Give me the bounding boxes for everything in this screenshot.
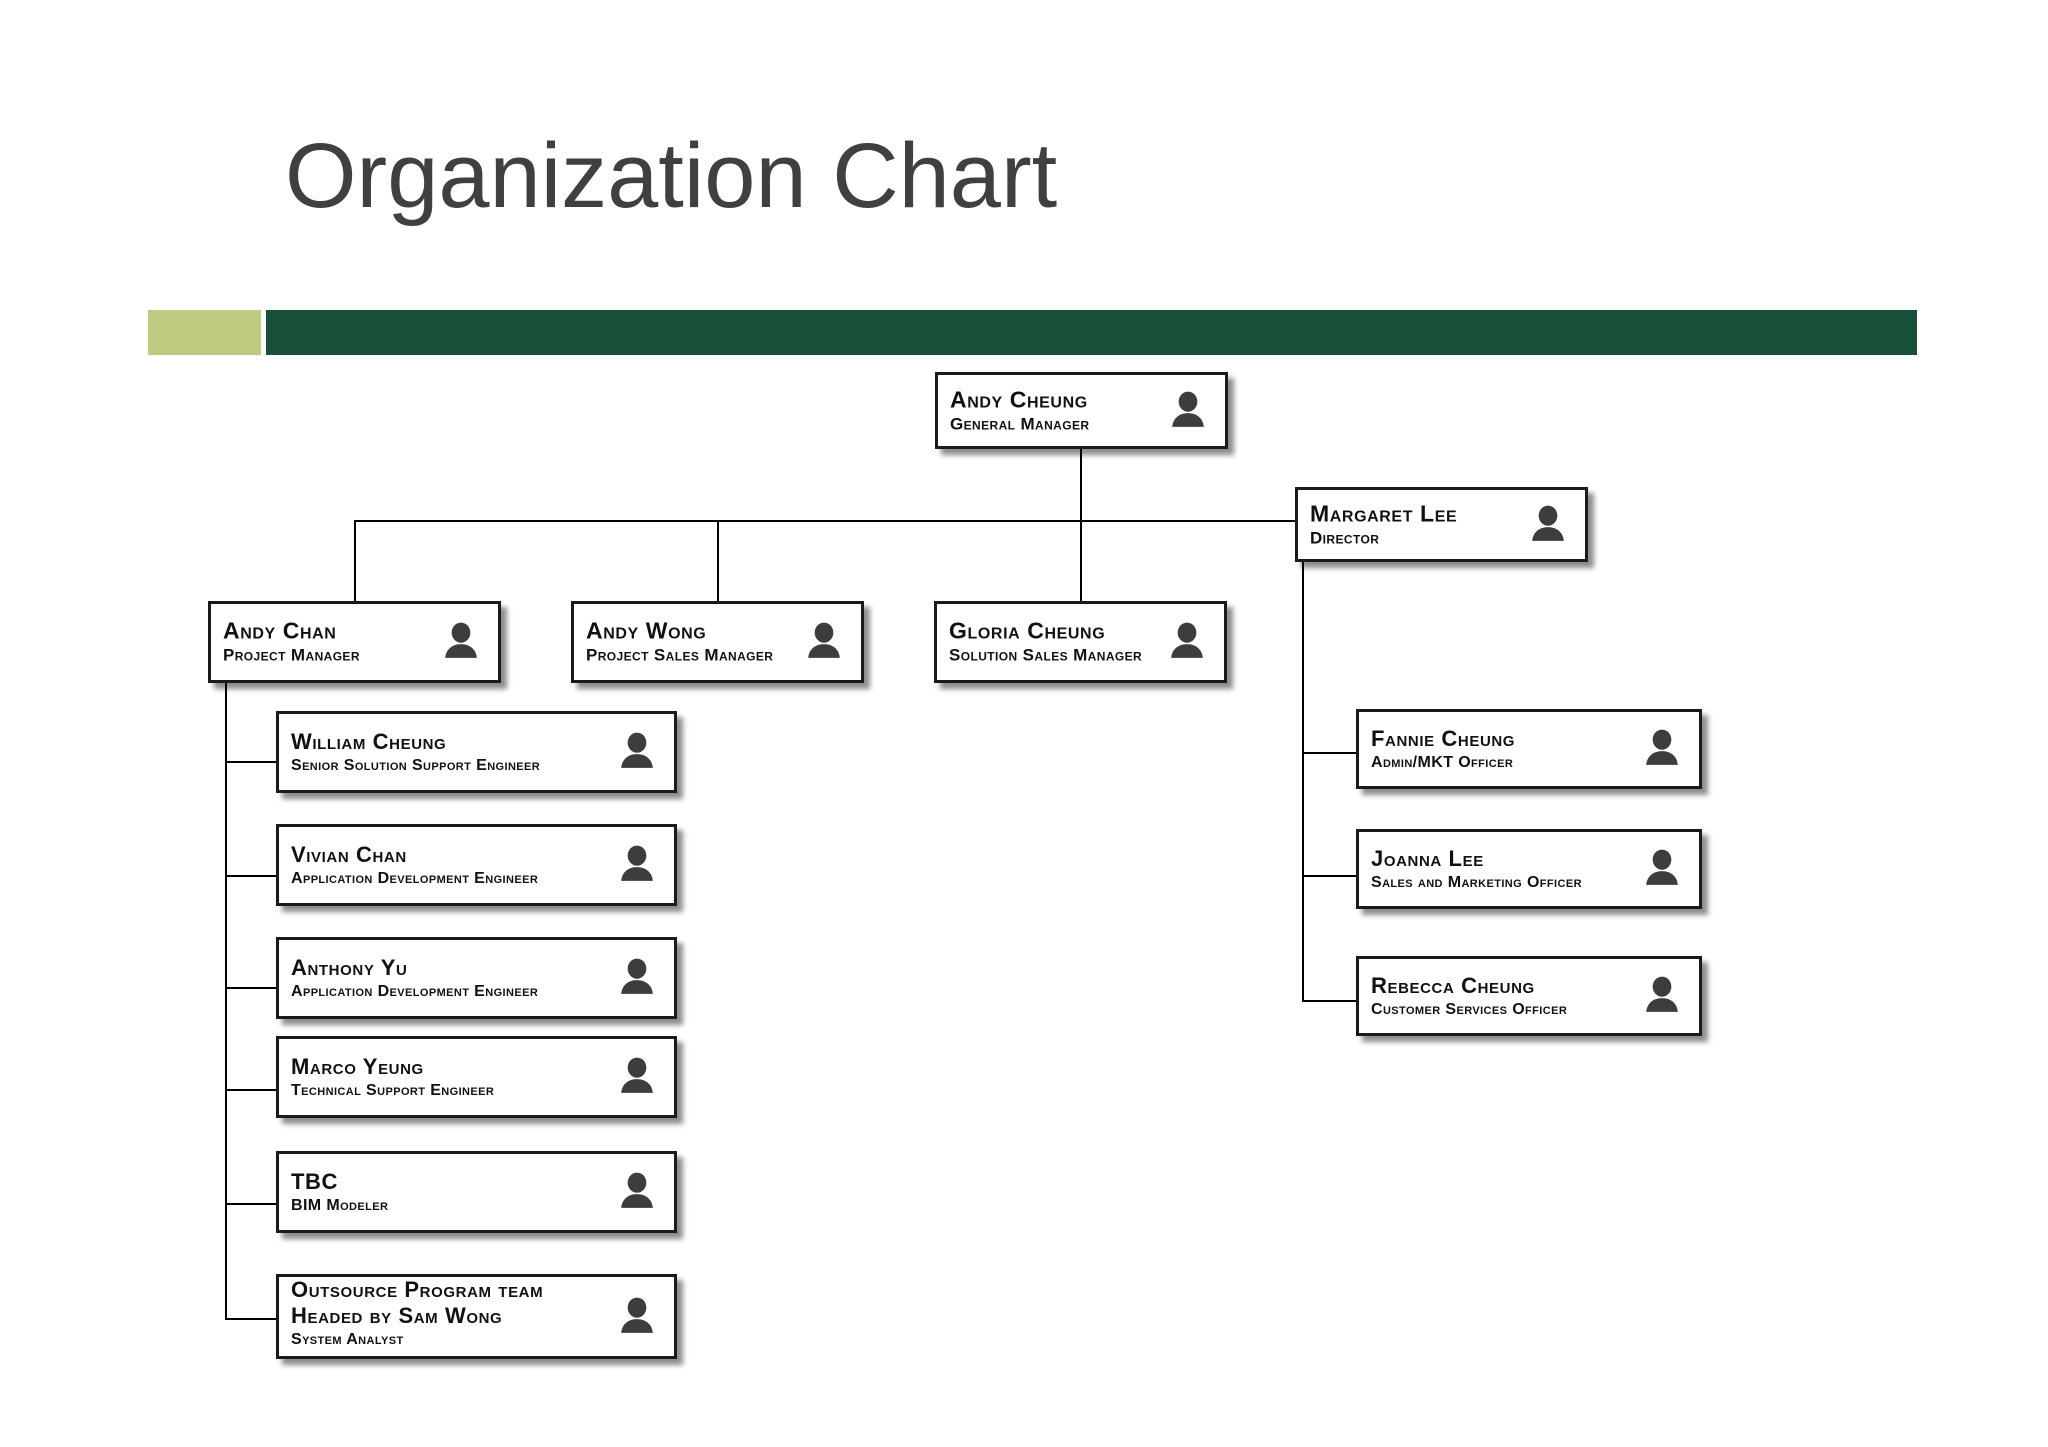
- org-node-andy-cheung[interactable]: Andy Cheung General Manager: [935, 372, 1228, 449]
- org-node-andy-wong[interactable]: Andy Wong Project Sales Manager: [571, 601, 864, 683]
- connector-branch-fannie-cheung: [1302, 752, 1356, 754]
- connector-branch-william-cheung: [225, 761, 277, 763]
- org-node-text: Marco Yeung Technical Support Engineer: [291, 1054, 608, 1100]
- org-node-text: Anthony Yu Application Development Engin…: [291, 955, 608, 1001]
- org-node-rebecca-cheung[interactable]: Rebecca Cheung Customer Services Officer: [1356, 956, 1702, 1036]
- person-silhouette-icon: [621, 845, 653, 881]
- org-node-text: William Cheung Senior Solution Support E…: [291, 729, 608, 775]
- person-silhouette-icon: [621, 958, 653, 994]
- org-node-text: Andy Wong Project Sales Manager: [586, 618, 795, 667]
- org-node-title: Director: [1310, 528, 1380, 548]
- org-node-name: Fannie Cheung: [1371, 725, 1516, 751]
- org-node-name: Joanna Lee: [1371, 845, 1484, 871]
- org-node-text: Margaret Lee Director: [1310, 500, 1519, 549]
- connector-spine-left: [225, 683, 227, 1320]
- org-node-gloria-cheung[interactable]: Gloria Cheung Solution Sales Manager: [934, 601, 1227, 683]
- person-silhouette-icon: [1171, 622, 1203, 658]
- connector-branch-tbc: [225, 1203, 277, 1205]
- person-silhouette-icon: [621, 1297, 653, 1333]
- connector-drop-andy-wong: [717, 520, 719, 601]
- org-node-name: Gloria Cheung: [949, 617, 1106, 644]
- org-node-name: Andy Wong: [586, 617, 707, 644]
- person-silhouette-icon: [621, 732, 653, 768]
- org-node-andy-chan[interactable]: Andy Chan Project Manager: [208, 601, 501, 683]
- org-node-title: Project Sales Manager: [586, 645, 774, 665]
- org-node-title: Technical Support Engineer: [291, 1081, 495, 1099]
- person-silhouette-icon: [1646, 729, 1678, 765]
- org-node-anthony-yu[interactable]: Anthony Yu Application Development Engin…: [276, 937, 677, 1019]
- org-node-text: Andy Chan Project Manager: [223, 618, 432, 667]
- org-node-joanna-lee[interactable]: Joanna Lee Sales and Marketing Officer: [1356, 829, 1702, 909]
- header-bar: [266, 310, 1917, 355]
- person-silhouette-icon: [621, 1057, 653, 1093]
- org-node-name: Rebecca Cheung: [1371, 972, 1535, 998]
- connector-branch-anthony-yu: [225, 987, 277, 989]
- connector-branch-rebecca-cheung: [1302, 1000, 1356, 1002]
- person-silhouette-icon: [1532, 505, 1564, 541]
- org-node-title: Customer Services Officer: [1371, 1000, 1568, 1018]
- org-node-marco-yeung[interactable]: Marco Yeung Technical Support Engineer: [276, 1036, 677, 1118]
- org-node-text: TBC BIM Modeler: [291, 1169, 608, 1215]
- org-node-text: Vivian Chan Application Development Engi…: [291, 842, 608, 888]
- page-title: Organization Chart: [285, 125, 1058, 227]
- org-node-outsource-team[interactable]: Outsource Program team Headed by Sam Won…: [276, 1274, 677, 1359]
- person-silhouette-icon: [808, 622, 840, 658]
- org-node-name: Outsource Program team Headed by Sam Won…: [291, 1277, 544, 1329]
- org-node-title: Application Development Engineer: [291, 982, 539, 1000]
- org-node-title: Sales and Marketing Officer: [1371, 873, 1582, 891]
- connector-branch-joanna-lee: [1302, 875, 1356, 877]
- org-node-vivian-chan[interactable]: Vivian Chan Application Development Engi…: [276, 824, 677, 906]
- org-node-name: TBC: [291, 1168, 339, 1194]
- connector-level1-bus: [354, 520, 1302, 522]
- org-node-name: Anthony Yu: [291, 954, 408, 980]
- org-node-name: Andy Cheung: [950, 386, 1088, 413]
- org-node-text: Fannie Cheung Admin/MKT Officer: [1371, 726, 1633, 772]
- org-node-text: Gloria Cheung Solution Sales Manager: [949, 618, 1158, 667]
- org-node-text: Outsource Program team Headed by Sam Won…: [291, 1277, 608, 1349]
- connector-branch-vivian-chan: [225, 875, 277, 877]
- org-node-title: BIM Modeler: [291, 1196, 389, 1214]
- org-node-text: Rebecca Cheung Customer Services Officer: [1371, 973, 1633, 1019]
- connector-branch-outsource-team: [225, 1318, 277, 1320]
- person-silhouette-icon: [445, 622, 477, 658]
- org-node-tbc[interactable]: TBC BIM Modeler: [276, 1151, 677, 1233]
- org-node-name: Vivian Chan: [291, 841, 407, 867]
- org-node-fannie-cheung[interactable]: Fannie Cheung Admin/MKT Officer: [1356, 709, 1702, 789]
- org-node-title: Solution Sales Manager: [949, 645, 1143, 665]
- connector-branch-marco-yeung: [225, 1089, 277, 1091]
- org-node-name: Andy Chan: [223, 617, 337, 644]
- org-node-text: Andy Cheung General Manager: [950, 386, 1159, 435]
- person-silhouette-icon: [1646, 976, 1678, 1012]
- org-node-name: William Cheung: [291, 728, 447, 754]
- connector-drop-andy-chan: [354, 520, 356, 601]
- org-node-text: Joanna Lee Sales and Marketing Officer: [1371, 846, 1633, 892]
- org-node-title: Application Development Engineer: [291, 869, 539, 887]
- org-node-title: Project Manager: [223, 645, 360, 665]
- org-node-name: Margaret Lee: [1310, 500, 1458, 527]
- header-accent-block: [148, 310, 261, 355]
- org-node-title: General Manager: [950, 414, 1090, 434]
- org-node-title: Senior Solution Support Engineer: [291, 756, 541, 774]
- person-silhouette-icon: [621, 1172, 653, 1208]
- connector-drop-gloria-cheung: [1080, 520, 1082, 601]
- org-node-william-cheung[interactable]: William Cheung Senior Solution Support E…: [276, 711, 677, 793]
- org-node-margaret-lee[interactable]: Margaret Lee Director: [1295, 487, 1588, 562]
- person-silhouette-icon: [1172, 391, 1204, 427]
- connector-gm-stem: [1080, 449, 1082, 521]
- org-node-title: Admin/MKT Officer: [1371, 753, 1514, 771]
- org-node-name: Marco Yeung: [291, 1053, 424, 1079]
- connector-spine-right: [1302, 562, 1304, 1002]
- org-node-title: System Analyst: [291, 1331, 404, 1349]
- person-silhouette-icon: [1646, 849, 1678, 885]
